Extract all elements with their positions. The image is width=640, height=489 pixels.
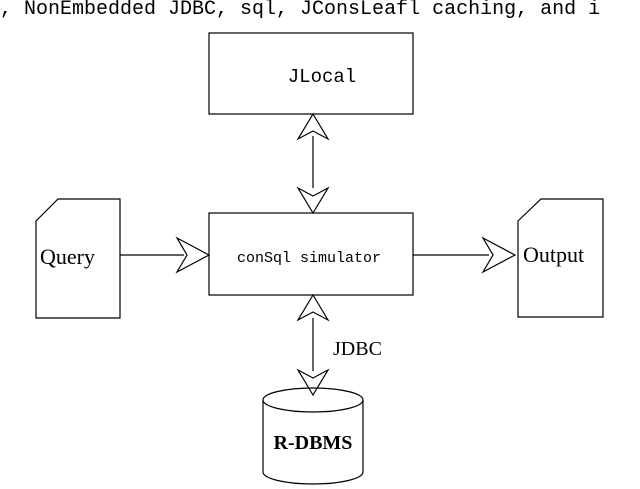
jlocal-simulator-arrow xyxy=(296,112,330,215)
query-simulator-arrow xyxy=(120,236,211,274)
query-node: Query xyxy=(35,198,121,319)
output-node: Output xyxy=(517,198,604,318)
arrowhead-down xyxy=(296,186,330,215)
database-cylinder xyxy=(262,400,364,485)
jlocal-label: JLocal xyxy=(288,66,356,88)
simulator-node: conSql simulator xyxy=(208,212,414,296)
jdbc-label: JDBC xyxy=(333,338,382,360)
simulator-output-arrow xyxy=(413,236,517,274)
jlocal-box xyxy=(208,32,414,115)
arrowhead-right-output xyxy=(481,236,517,274)
query-label: Query xyxy=(40,244,95,269)
arrowhead-up-db xyxy=(296,293,330,322)
database-label: R-DBMS xyxy=(274,432,353,454)
arrowhead-down-db xyxy=(296,368,330,397)
output-label: Output xyxy=(523,242,584,267)
jlocal-node: JLocal xyxy=(208,32,414,115)
query-document-shape xyxy=(35,198,121,319)
caption-fragment: , NonEmbedded JDBC, sql, JConsLeafl cach… xyxy=(0,0,600,21)
database-cylinder-top xyxy=(262,387,364,413)
arrowhead-right xyxy=(175,236,211,274)
simulator-label: conSql simulator xyxy=(237,250,381,267)
database-node: R-DBMS xyxy=(262,387,364,485)
output-document-shape xyxy=(517,198,604,318)
arrowhead-up xyxy=(296,112,330,141)
simulator-box xyxy=(208,212,414,296)
simulator-database-arrow xyxy=(296,293,330,397)
